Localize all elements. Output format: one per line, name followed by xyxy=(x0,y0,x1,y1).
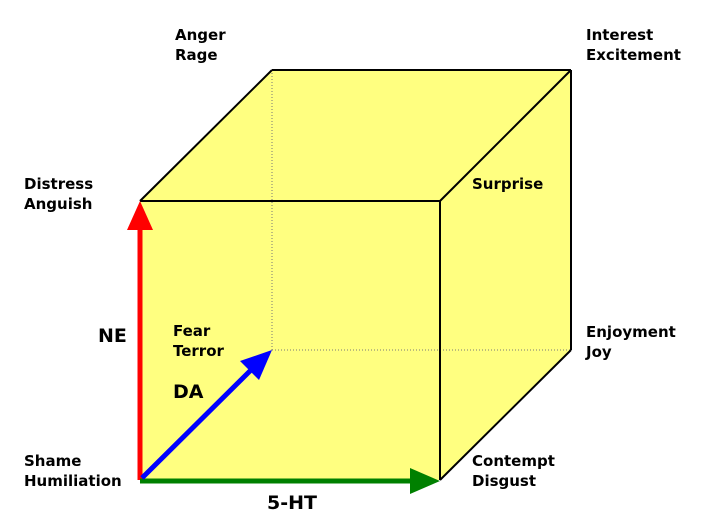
label-front-bottom-right: Contempt Disgust xyxy=(472,452,560,490)
label-front-top-left: Distress Anguish xyxy=(24,175,98,213)
label-front-top-right: Surprise xyxy=(472,175,543,193)
label-front-bottom-left: Shame Humiliation xyxy=(24,452,122,490)
hidden-edges xyxy=(271,70,571,351)
axis-label-ne: NE xyxy=(98,325,127,347)
edge-bottom-right-diag xyxy=(439,349,572,481)
axis-label-5ht: 5-HT xyxy=(267,492,317,514)
da-arrow xyxy=(140,350,272,480)
axis-label-da: DA xyxy=(173,381,204,403)
edge-top-right-diag xyxy=(439,69,572,202)
visible-edges xyxy=(139,69,572,481)
cube-right-face xyxy=(440,70,571,480)
cube-top-face xyxy=(140,70,571,201)
label-back-bottom-right: Enjoyment Joy xyxy=(585,323,681,361)
label-back-top-left: Anger Rage xyxy=(175,26,231,64)
ht-arrow xyxy=(140,468,440,494)
cube-front-face xyxy=(140,201,440,480)
ne-arrow xyxy=(127,201,153,480)
edge-top-left-diag xyxy=(139,69,273,202)
label-back-bottom-left: Fear Terror xyxy=(173,322,225,360)
label-back-top-right: Interest Excitement xyxy=(586,26,681,64)
